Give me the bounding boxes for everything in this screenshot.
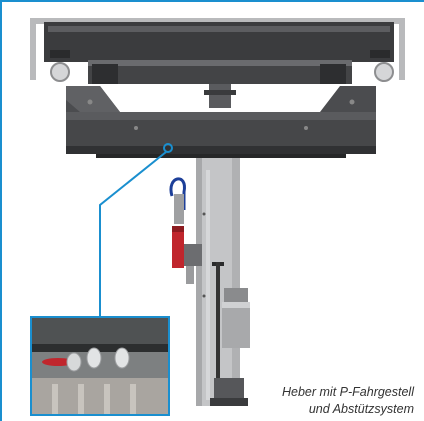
callout-leader-line bbox=[99, 143, 173, 316]
figure-caption: Heber mit P-Fahrgestell und Abstützsyste… bbox=[282, 384, 414, 418]
carrier-frame bbox=[66, 86, 376, 158]
detail-photo-inset bbox=[30, 316, 170, 416]
top-bracket bbox=[30, 18, 405, 80]
caption-line-1: Heber mit P-Fahrgestell bbox=[282, 385, 414, 399]
caption-line-2: und Abstützsystem bbox=[308, 402, 414, 416]
middle-plate bbox=[88, 60, 352, 84]
